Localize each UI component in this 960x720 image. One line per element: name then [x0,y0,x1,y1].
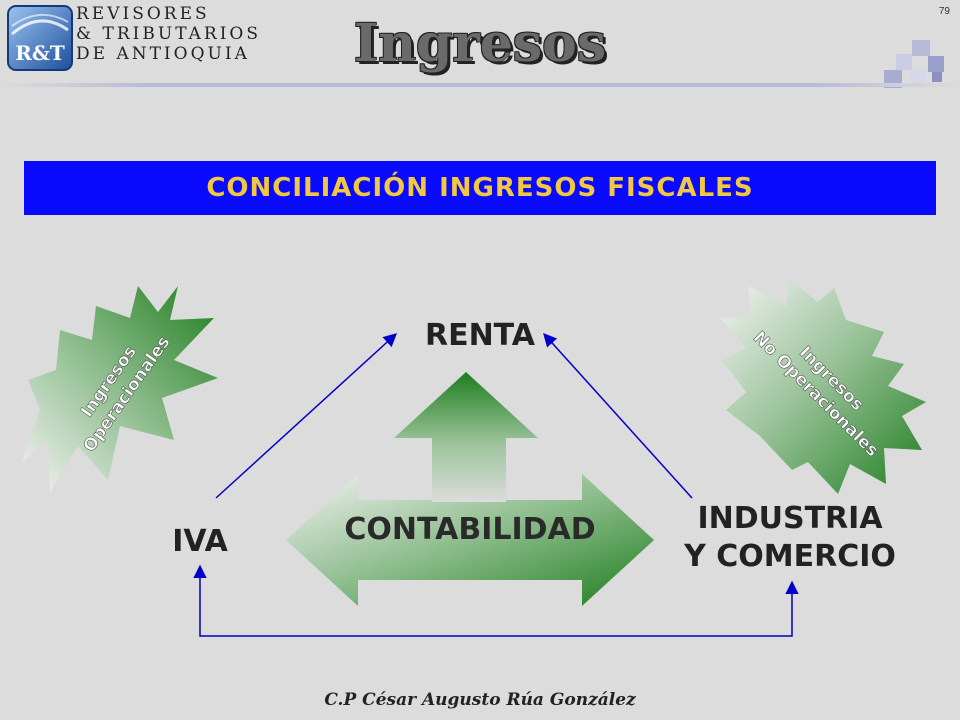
logo-line-3: DE ANTIOQUIA [76,44,250,64]
footer-author: C.P César Augusto Rúa González [324,690,636,710]
logo-monogram: R&T [15,41,65,65]
page-title: Ingresos [353,13,607,74]
company-logo: R&T [7,5,73,71]
connector-industria-renta [543,332,693,499]
section-banner: CONCILIACIÓN INGRESOS FISCALES [24,161,936,215]
node-industria-line-2: Y COMERCIO [684,539,896,574]
connector-iva-industria [193,564,799,637]
logo-line-2: & TRIBUTARIOS [76,24,261,44]
node-renta: RENTA [424,318,536,353]
connector-iva-renta [215,333,397,499]
burst-right-shape [720,280,926,494]
burst-left-shape [22,286,218,492]
node-contabilidad: CONTABILIDAD [344,512,596,547]
title-underline [0,83,960,87]
decorative-squares-icon [884,40,944,88]
slide-number: 79 [938,6,950,17]
logo-line-1: REVISORES [76,4,210,24]
node-iva: IVA [172,524,228,559]
logo-wordmark: REVISORES & TRIBUTARIOS DE ANTIOQUIA [76,4,261,64]
node-industria-line-1: INDUSTRIA [697,501,883,536]
up-arrow-shape [394,372,538,502]
node-industria-comercio: INDUSTRIA Y COMERCIO [650,500,930,576]
